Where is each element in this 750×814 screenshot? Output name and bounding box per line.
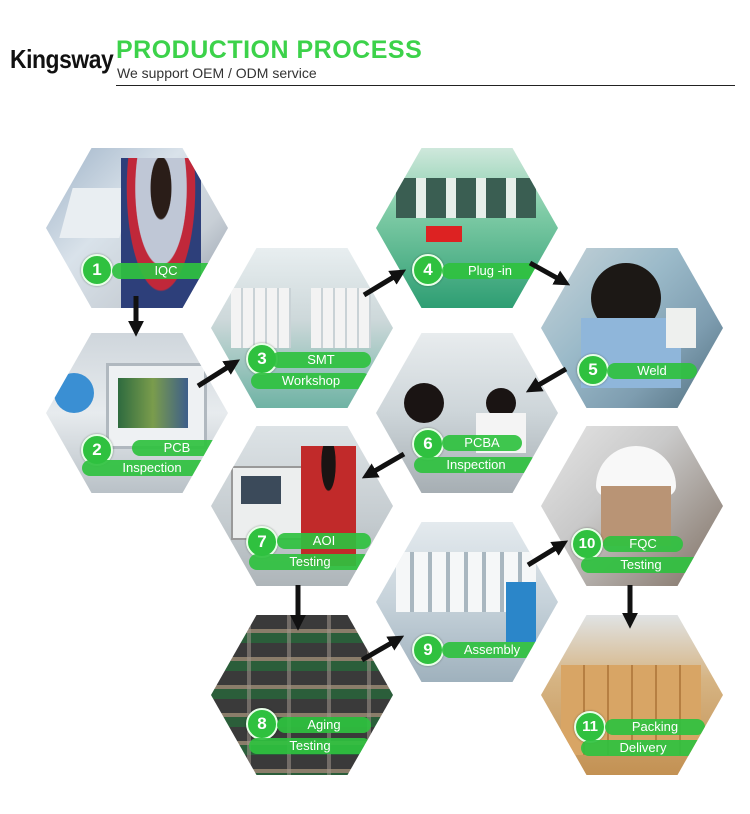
step-11-label-1: Packing (605, 719, 705, 735)
arrow-9-to-10 (526, 540, 569, 568)
step-3-label-1: SMT (271, 352, 371, 368)
header-divider (116, 85, 735, 86)
step-11-label-2: Delivery (581, 740, 705, 756)
step-aoi-testing-photo: 7 AOI Testing (211, 426, 393, 586)
step-6-label-1: PCBA (442, 435, 522, 451)
brand-logo: Kingsway (10, 44, 114, 74)
step-2-label-1: PCB (132, 440, 222, 456)
step-10-label-2: Testing (581, 557, 701, 573)
step-10-badge: 10 (571, 528, 603, 560)
step-8-label-2: Testing (249, 738, 371, 754)
arrow-2-to-3 (196, 359, 241, 389)
step-8-label-1: Aging (277, 717, 371, 733)
step-4-label: Plug -in (442, 263, 538, 279)
step-7-label-1: AOI (277, 533, 371, 549)
step-11-badge: 11 (574, 711, 606, 743)
arrow-8-to-9 (360, 635, 405, 663)
step-7-label-2: Testing (249, 554, 371, 570)
step-aging-testing-photo: 8 Aging Testing (211, 615, 393, 775)
page-subtitle: We support OEM / ODM service (117, 65, 317, 81)
step-5-label: Weld (607, 363, 697, 379)
arrow-3-to-4 (362, 269, 407, 298)
step-pcba-inspection-photo: 6 PCBA Inspection (376, 333, 558, 493)
step-10-label-1: FQC (603, 536, 683, 552)
page-title: PRODUCTION PROCESS (116, 36, 423, 64)
step-9-label: Assembly (442, 642, 542, 658)
arrow-6-to-7 (361, 451, 406, 479)
arrow-5-to-6 (525, 366, 568, 393)
step-3-label-2: Workshop (251, 373, 371, 389)
step-6-label-2: Inspection (414, 457, 538, 473)
step-2-label-2: Inspection (82, 460, 222, 476)
arrow-4-to-5 (528, 260, 571, 286)
step-1-label: IQC (112, 263, 220, 279)
